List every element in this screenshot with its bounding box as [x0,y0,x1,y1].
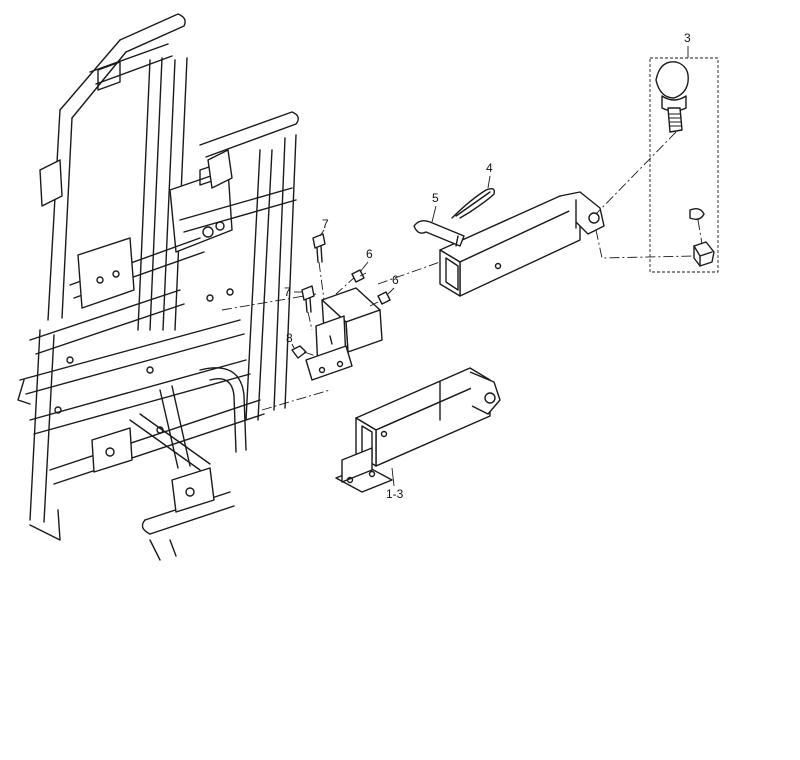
frame-leader-line [261,389,331,411]
callout-4-tick [487,175,491,189]
ball-mount-group [595,57,719,273]
bolt-6-lower [369,291,391,307]
callout-6-lower-tick [387,287,395,295]
callout-4: 4 [486,161,493,175]
hitch-pin-clip-4 [451,187,496,219]
callout-6-upper: 6 [366,247,373,261]
callout-1-3-tick [391,467,395,487]
frame-leader-line-upper [221,293,317,311]
callout-7-upper: 7 [322,217,329,231]
callout-7-upper-tick [319,229,325,237]
tow-bar-1-3 [335,367,501,493]
vehicle-frame [17,13,299,561]
callout-8: 8 [286,331,293,345]
nut-8 [291,345,317,359]
callout-5-tick [431,205,437,223]
callout-7-lower: 7 [284,285,291,299]
receiver-bracket [305,287,383,381]
bolt-6-upper [335,269,367,295]
callout-6-lower: 6 [392,273,399,287]
flange-bolt-7-lower [301,285,315,331]
callout-3: 3 [684,31,691,45]
hitch-extension-bar [439,191,605,297]
hitch-pin-5 [413,219,465,247]
callout-1-3: 1-3 [386,487,404,501]
callout-6-upper-tick [359,261,369,273]
callout-8-tick [291,343,295,349]
flange-bolt-7-upper [312,233,326,301]
callout-5: 5 [432,191,439,205]
bracket-leader-line [377,261,441,285]
